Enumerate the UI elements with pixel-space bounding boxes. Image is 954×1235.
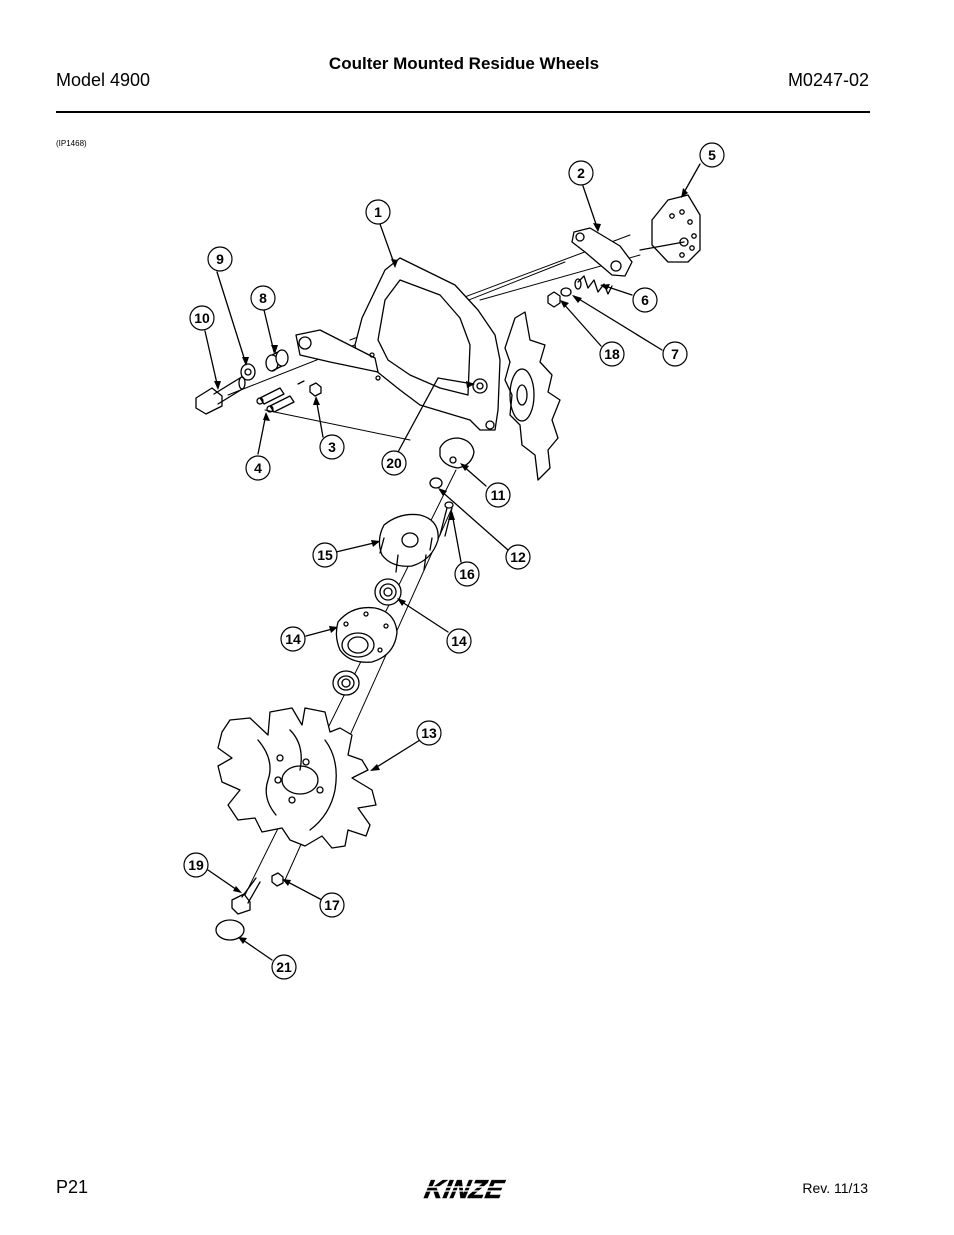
svg-text:6: 6 (641, 292, 649, 308)
callout-6: 6 (632, 287, 658, 313)
svg-text:18: 18 (604, 346, 620, 362)
document-title: Coulter Mounted Residue Wheels (328, 54, 600, 73)
washer-part-7 (560, 287, 572, 297)
callout-4: 4 (245, 455, 271, 481)
callout-18: 18 (599, 341, 625, 367)
svg-text:8: 8 (259, 290, 267, 306)
nut-part-3 (309, 382, 322, 397)
carriage-bolts-part-4 (256, 380, 305, 413)
svg-text:5: 5 (708, 147, 716, 163)
callout-14-right: 14 (446, 628, 472, 654)
kinze-logo: KINZE (409, 1176, 515, 1204)
nut-part-18 (547, 291, 561, 308)
svg-text:KINZE: KINZE (422, 1176, 508, 1204)
cap-part-21 (215, 919, 245, 941)
svg-text:14: 14 (451, 633, 467, 649)
ring-part-12 (429, 477, 443, 489)
callout-17: 17 (319, 892, 345, 918)
svg-text:20: 20 (386, 455, 402, 471)
callout-2: 2 (568, 160, 594, 186)
revision-date: Rev. 11/13 (802, 1180, 868, 1196)
washer-part-9 (240, 363, 256, 381)
callout-3: 3 (319, 434, 345, 460)
residue-wheel-part-13 (217, 707, 377, 849)
bearing-part-14-lower (332, 670, 360, 696)
nut-part-17 (271, 872, 284, 887)
callout-group: 1 2 3 4 5 6 7 8 9 10 11 12 13 14 14 15 1… (183, 142, 725, 980)
svg-text:14: 14 (285, 631, 301, 647)
bearing-part-14-upper (374, 578, 402, 606)
svg-text:4: 4 (254, 460, 262, 476)
nut-part-20 (472, 378, 488, 394)
svg-text:1: 1 (374, 204, 382, 220)
callout-16: 16 (454, 561, 480, 587)
page-number: P21 (56, 1177, 89, 1197)
svg-text:17: 17 (324, 897, 340, 913)
callout-9: 9 (207, 246, 233, 272)
svg-text:2: 2 (577, 165, 585, 181)
bolt-part-19 (231, 877, 261, 915)
svg-text:21: 21 (276, 959, 292, 975)
svg-text:15: 15 (317, 547, 333, 563)
callout-21: 21 (271, 954, 297, 980)
svg-text:16: 16 (459, 566, 475, 582)
mounting-arm-part (295, 257, 501, 431)
callout-11: 11 (485, 482, 511, 508)
manual-number: M0247-02 (787, 70, 869, 90)
svg-text:12: 12 (510, 549, 526, 565)
svg-text:19: 19 (188, 857, 204, 873)
figure-id: (IP1468) (56, 139, 87, 148)
bolt-part-10 (195, 376, 246, 415)
callout-19: 19 (183, 852, 209, 878)
clamp-part (571, 227, 633, 277)
svg-text:3: 3 (328, 439, 336, 455)
callout-15: 15 (312, 542, 338, 568)
svg-text:9: 9 (216, 251, 224, 267)
callout-14-left: 14 (280, 626, 306, 652)
svg-text:7: 7 (671, 346, 679, 362)
hub-plate-part-15 (378, 513, 439, 573)
callout-5: 5 (699, 142, 725, 168)
callout-8: 8 (250, 285, 276, 311)
svg-text:10: 10 (194, 310, 210, 326)
spring-part (574, 275, 613, 295)
bolt-part-16 (439, 501, 454, 537)
callout-12: 12 (505, 544, 531, 570)
hub-part-14 (335, 606, 398, 663)
svg-text:13: 13 (421, 725, 437, 741)
callout-10: 10 (189, 305, 215, 331)
bushing-part-8 (265, 349, 289, 372)
dust-cap-part-11 (439, 437, 475, 469)
adjustment-plate-part (639, 194, 701, 263)
callout-1: 1 (365, 199, 391, 225)
callout-20: 20 (381, 450, 407, 476)
callout-7: 7 (662, 341, 688, 367)
model-label: Model 4900 (56, 70, 151, 90)
coulter-wheel-part (504, 311, 561, 481)
svg-text:11: 11 (491, 487, 506, 503)
callout-13: 13 (416, 720, 442, 746)
header-rule (56, 111, 870, 113)
